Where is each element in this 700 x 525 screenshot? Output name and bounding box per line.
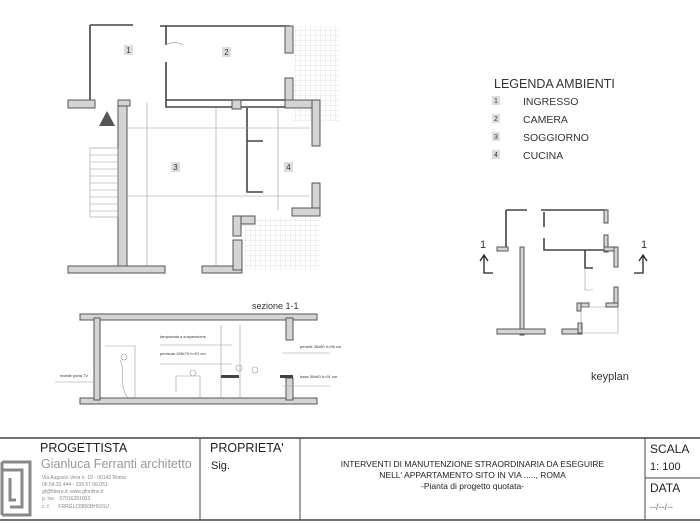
svg-text:SOGGIORNO: SOGGIORNO <box>523 132 589 144</box>
legend-item-cucina: 4 CUCINA <box>492 150 563 162</box>
project-line-3: -Pianta di progetto quotata- <box>420 481 524 491</box>
svg-text:pensile 35x60 h=96 cm: pensile 35x60 h=96 cm <box>300 344 342 349</box>
section-notes: mobile porta TV tamponata a sospensione … <box>60 334 342 379</box>
svg-text:penisola 195x70 h=91 cm: penisola 195x70 h=91 cm <box>160 351 206 356</box>
data-heading: DATA <box>650 481 681 495</box>
room-label-2: 2 <box>222 47 231 57</box>
keyplan-label: keyplan <box>591 371 629 383</box>
svg-text:1: 1 <box>126 46 131 55</box>
section-marker-right: 1 <box>634 239 648 274</box>
svg-text:2: 2 <box>494 116 498 123</box>
progettista-heading: PROGETTISTA <box>40 441 128 455</box>
scala-value: 1: 100 <box>650 461 681 473</box>
svg-text:1: 1 <box>641 239 647 251</box>
data-value: --/--/-- <box>650 502 673 512</box>
piva-value: 07016281003 <box>59 496 91 502</box>
svg-text:4: 4 <box>494 152 498 159</box>
proprieta-value: Sig. <box>211 460 230 472</box>
plan-walls <box>67 24 321 274</box>
svg-text:4: 4 <box>286 163 291 172</box>
legend-item-camera: 2 CAMERA <box>492 114 568 126</box>
svg-text:2: 2 <box>224 48 229 57</box>
svg-text:INGRESSO: INGRESSO <box>523 96 578 108</box>
entrance-arrow-icon <box>99 111 115 126</box>
terrace-bottom <box>244 218 320 270</box>
scala-heading: SCALA <box>650 442 690 456</box>
svg-text:CAMERA: CAMERA <box>523 114 568 126</box>
section-marker-left: 1 <box>479 239 493 274</box>
project-description: INTERVENTI DI MANUTENZIONE STRAORDINARIA… <box>300 459 645 492</box>
architect-name: Gianluca Ferranti architetto <box>41 457 192 471</box>
piva-label: p. iva <box>42 496 54 502</box>
svg-text:1: 1 <box>480 239 486 251</box>
architect-web: gf@libero.it; www.gfonline.it <box>42 489 104 495</box>
svg-text:base 30x60 h=91 cm: base 30x60 h=91 cm <box>300 374 338 379</box>
svg-text:mobile porta TV: mobile porta TV <box>60 373 88 378</box>
legend-title: LEGENDA AMBIENTI <box>494 77 615 91</box>
architect-phones: 06.54.32.444 - 339.57.06.051 <box>42 482 108 488</box>
room-label-3: 3 <box>171 162 180 172</box>
architect-piva: p. iva 07016281003 <box>42 496 90 502</box>
cf-value: FRRGLC6850BH501U <box>58 504 109 510</box>
architect-logo <box>0 460 32 517</box>
architect-cf: c. f. FRRGLC6850BH501U <box>42 504 109 510</box>
proprieta-heading: PROPRIETA' <box>210 441 284 455</box>
section-drawing <box>55 313 330 405</box>
section-title: sezione 1-1 <box>252 301 299 311</box>
keyplan-drawing <box>496 209 619 336</box>
svg-text:1: 1 <box>494 98 498 105</box>
project-line-2: NELL' APPARTAMENTO SITO IN VIA ....., RO… <box>379 470 566 480</box>
svg-text:tamponata a sospensione: tamponata a sospensione <box>160 334 207 339</box>
svg-text:3: 3 <box>494 134 498 141</box>
stairs <box>89 147 119 218</box>
room-label-1: 1 <box>124 45 133 55</box>
svg-text:CUCINA: CUCINA <box>523 150 563 162</box>
svg-text:3: 3 <box>173 163 178 172</box>
project-line-1: INTERVENTI DI MANUTENZIONE STRAORDINARIA… <box>340 459 605 469</box>
architect-address: Via Augusto Vera n. 19 - 00142 Roma <box>42 475 126 481</box>
title-block-frame <box>0 437 700 521</box>
cf-label: c. f. <box>42 504 51 510</box>
legend-item-soggiorno: 3 SOGGIORNO <box>492 132 589 144</box>
room-label-4: 4 <box>284 162 293 172</box>
legend-item-ingresso: 1 INGRESSO <box>492 96 578 108</box>
